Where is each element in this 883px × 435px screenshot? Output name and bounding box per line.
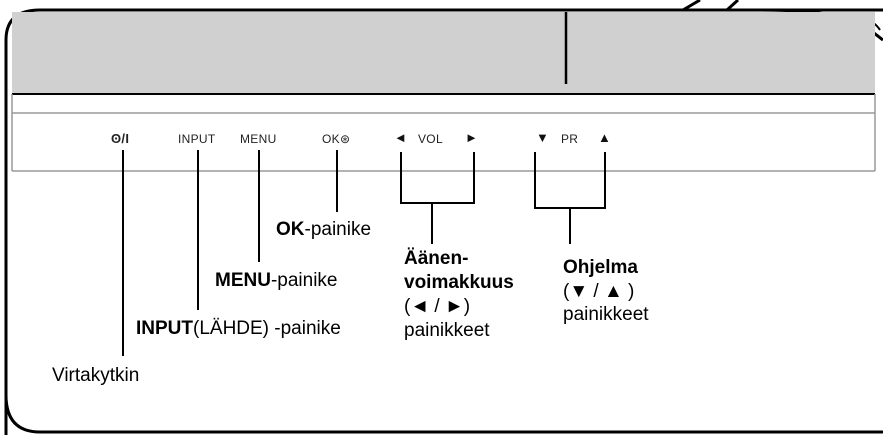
ok-callout-label: OK-painike xyxy=(276,219,371,241)
ok-button-label: OK⊛ xyxy=(322,132,351,146)
menu-callout-bold: MENU xyxy=(215,270,271,291)
menu-button-label: MENU xyxy=(240,132,277,146)
ok-callout-bold: OK xyxy=(276,219,305,240)
input-callout-label: INPUT(LÄHDE) -painike xyxy=(136,318,341,340)
vol-right-icon: ► xyxy=(465,130,478,145)
pr-down-icon: ▼ xyxy=(536,130,549,145)
device-bottom-corner xyxy=(4,394,883,434)
input-callout-bold: INPUT xyxy=(136,318,193,339)
menu-callout-label: MENU-painike xyxy=(215,270,338,292)
power-button-label: ʘ/I xyxy=(111,131,130,146)
vol-left-icon: ◄ xyxy=(394,130,407,145)
program-callout-line1: Ohjelma xyxy=(563,257,638,278)
stand-line-right xyxy=(725,0,740,12)
ok-callout-rest: -painike xyxy=(304,219,372,240)
volume-callout-line1: Äänen- xyxy=(404,248,469,269)
menu-callout-rest: -painike xyxy=(270,270,338,291)
input-callout-rest: (LÄHDE) -painike xyxy=(193,318,341,339)
vol-bracket xyxy=(400,152,475,204)
stand-line-left xyxy=(682,0,701,12)
pr-bracket xyxy=(534,152,606,209)
volume-callout-line4: painikkeet xyxy=(404,320,490,341)
screen-area xyxy=(12,12,875,94)
pr-button-label: PR xyxy=(561,132,579,146)
input-button-label: INPUT xyxy=(178,132,216,146)
volume-callout-line3: (◄ / ►) xyxy=(404,296,471,317)
vol-button-label: VOL xyxy=(418,132,443,146)
program-callout-line2: (▼ / ▲ ) xyxy=(563,281,635,302)
volume-callout-line2: voimakkuus xyxy=(404,272,514,293)
program-callout-line3: painikkeet xyxy=(563,304,649,325)
power-callout-label: Virtakytkin xyxy=(52,365,140,386)
pr-up-icon: ▲ xyxy=(598,130,611,145)
